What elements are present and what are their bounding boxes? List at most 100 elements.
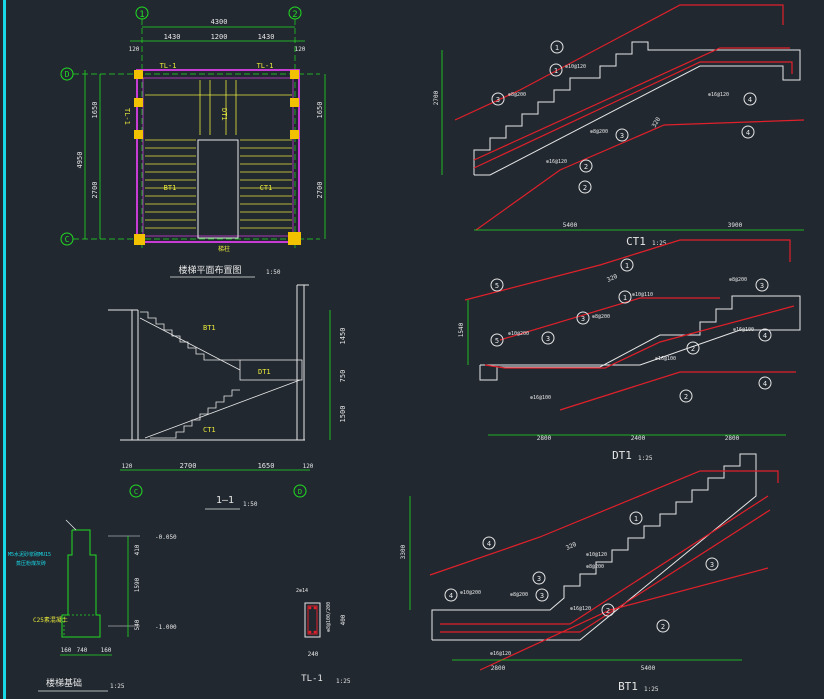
svg-text:1:50: 1:50	[266, 269, 281, 276]
svg-text:CT1: CT1	[260, 184, 273, 192]
svg-text:2: 2	[292, 10, 297, 20]
svg-text:C: C	[134, 488, 138, 496]
svg-text:3: 3	[760, 282, 764, 290]
svg-text:1650: 1650	[91, 102, 99, 119]
svg-text:3: 3	[537, 575, 541, 583]
svg-text:1: 1	[554, 67, 558, 75]
svg-text:4: 4	[763, 380, 767, 388]
svg-text:5400: 5400	[641, 665, 656, 672]
svg-text:3: 3	[710, 561, 714, 569]
svg-text:320: 320	[651, 116, 663, 129]
svg-text:4: 4	[487, 540, 491, 548]
svg-text:120: 120	[122, 463, 133, 470]
svg-text:1:50: 1:50	[243, 501, 258, 508]
svg-text:⊕16@100: ⊕16@100	[733, 327, 754, 333]
svg-text:2700: 2700	[180, 462, 197, 470]
svg-text:2700: 2700	[316, 182, 324, 199]
svg-text:1430: 1430	[258, 33, 275, 41]
svg-text:-1.000: -1.000	[155, 624, 177, 631]
svg-text:-0.050: -0.050	[155, 534, 177, 541]
svg-text:4: 4	[748, 96, 752, 104]
svg-text:1:25: 1:25	[638, 455, 653, 462]
svg-text:C: C	[65, 235, 70, 244]
svg-text:BT1: BT1	[203, 324, 216, 332]
svg-text:DT1: DT1	[220, 108, 228, 121]
svg-text:2: 2	[684, 393, 688, 401]
svg-text:梯柱: 梯柱	[218, 245, 230, 253]
svg-text:D: D	[298, 488, 302, 496]
svg-text:2: 2	[584, 163, 588, 171]
svg-text:3: 3	[540, 592, 544, 600]
svg-text:3: 3	[496, 96, 500, 104]
svg-text:1590: 1590	[134, 577, 141, 592]
svg-text:⊕10@200: ⊕10@200	[460, 590, 481, 596]
svg-text:2: 2	[583, 184, 587, 192]
svg-text:3300: 3300	[400, 544, 407, 559]
svg-text:400: 400	[340, 614, 347, 625]
svg-text:2800: 2800	[537, 435, 552, 442]
svg-text:⊕8@200: ⊕8@200	[510, 592, 528, 598]
svg-text:1200: 1200	[211, 33, 228, 41]
stair-foundation: -0.050 -1.000 M5水泥砂浆砌MU15 蒸压粉煤灰砖 C25素混凝土…	[8, 519, 177, 692]
svg-text:1: 1	[555, 44, 559, 52]
svg-text:320: 320	[565, 541, 578, 552]
svg-text:⊕10@120: ⊕10@120	[586, 552, 607, 558]
svg-text:1650: 1650	[316, 102, 324, 119]
foundation-title: 楼梯基础	[46, 677, 82, 689]
svg-text:1500: 1500	[339, 406, 347, 423]
svg-text:2700: 2700	[433, 90, 440, 105]
svg-text:540: 540	[134, 619, 141, 630]
svg-text:2400: 2400	[631, 435, 646, 442]
svg-text:750: 750	[339, 370, 347, 383]
svg-text:1430: 1430	[164, 33, 181, 41]
svg-text:3: 3	[620, 132, 624, 140]
section-title: 1—1	[216, 495, 234, 506]
axis-bubble-c: C	[60, 232, 74, 246]
svg-text:TL-1: TL-1	[257, 62, 274, 70]
svg-text:⊕10@200: ⊕10@200	[508, 331, 529, 337]
svg-text:5: 5	[495, 282, 499, 290]
svg-text:⊕8@200: ⊕8@200	[508, 92, 526, 98]
bt1-title: BT1	[618, 680, 638, 693]
svg-text:120: 120	[129, 46, 140, 53]
svg-text:5: 5	[495, 337, 499, 345]
bt1-marks: 1 2 2 3 3 3 4 4	[444, 511, 719, 633]
svg-text:3900: 3900	[728, 222, 743, 229]
svg-text:BT1: BT1	[164, 184, 177, 192]
svg-text:120: 120	[303, 463, 314, 470]
svg-text:160: 160	[101, 647, 112, 654]
tl1-beam-section: 2⊕14 ⊕8@100/200 400 240 TL-1 1:25	[296, 588, 351, 685]
svg-text:1650: 1650	[258, 462, 275, 470]
svg-text:⊕8@200: ⊕8@200	[729, 277, 747, 283]
svg-text:⊕16@100: ⊕16@100	[530, 395, 551, 401]
svg-text:⊕10@110: ⊕10@110	[632, 292, 653, 298]
dt1-title: DT1	[612, 449, 632, 462]
svg-text:240: 240	[308, 651, 319, 658]
dt1-marks: 1 1 2 2 3 3 3 4 4 5 5	[490, 258, 772, 403]
svg-text:2700: 2700	[91, 182, 99, 199]
svg-text:1:25: 1:25	[644, 686, 659, 693]
axis-bubble-2: 2	[288, 6, 302, 20]
svg-text:⊕8@200: ⊕8@200	[592, 314, 610, 320]
dim-total: 4300	[211, 18, 228, 26]
svg-text:⊕16@120: ⊕16@120	[708, 92, 729, 98]
svg-text:⊕10@120: ⊕10@120	[565, 64, 586, 70]
section-1-1: BT1 DT1 CT1 1450 750 1500 120 2700 1650 …	[108, 284, 347, 510]
svg-text:TL-1: TL-1	[160, 62, 177, 70]
ct1-marks: 1 1 2 2 3 3 4 4	[491, 40, 757, 194]
svg-text:4: 4	[449, 592, 453, 600]
bt1-detail: 3300 320 ⊕10@120 ⊕8@200 ⊕10@200 ⊕8@200 ⊕…	[400, 453, 779, 693]
svg-text:1540: 1540	[458, 322, 465, 337]
svg-text:120: 120	[295, 46, 306, 53]
svg-text:C25素混凝土: C25素混凝土	[33, 616, 68, 624]
svg-text:740: 740	[77, 647, 88, 654]
svg-text:320: 320	[606, 273, 619, 284]
ct1-title: CT1	[626, 235, 646, 248]
svg-text:4950: 4950	[76, 152, 84, 169]
svg-text:2800: 2800	[725, 435, 740, 442]
ct1-detail: 2700 320 ⊕10@120 ⊕16@120 ⊕8@200 ⊕16@120 …	[433, 4, 805, 248]
svg-text:⊕8@200: ⊕8@200	[586, 564, 604, 570]
svg-text:⊕8@200: ⊕8@200	[590, 129, 608, 135]
svg-text:1:25: 1:25	[336, 678, 351, 685]
